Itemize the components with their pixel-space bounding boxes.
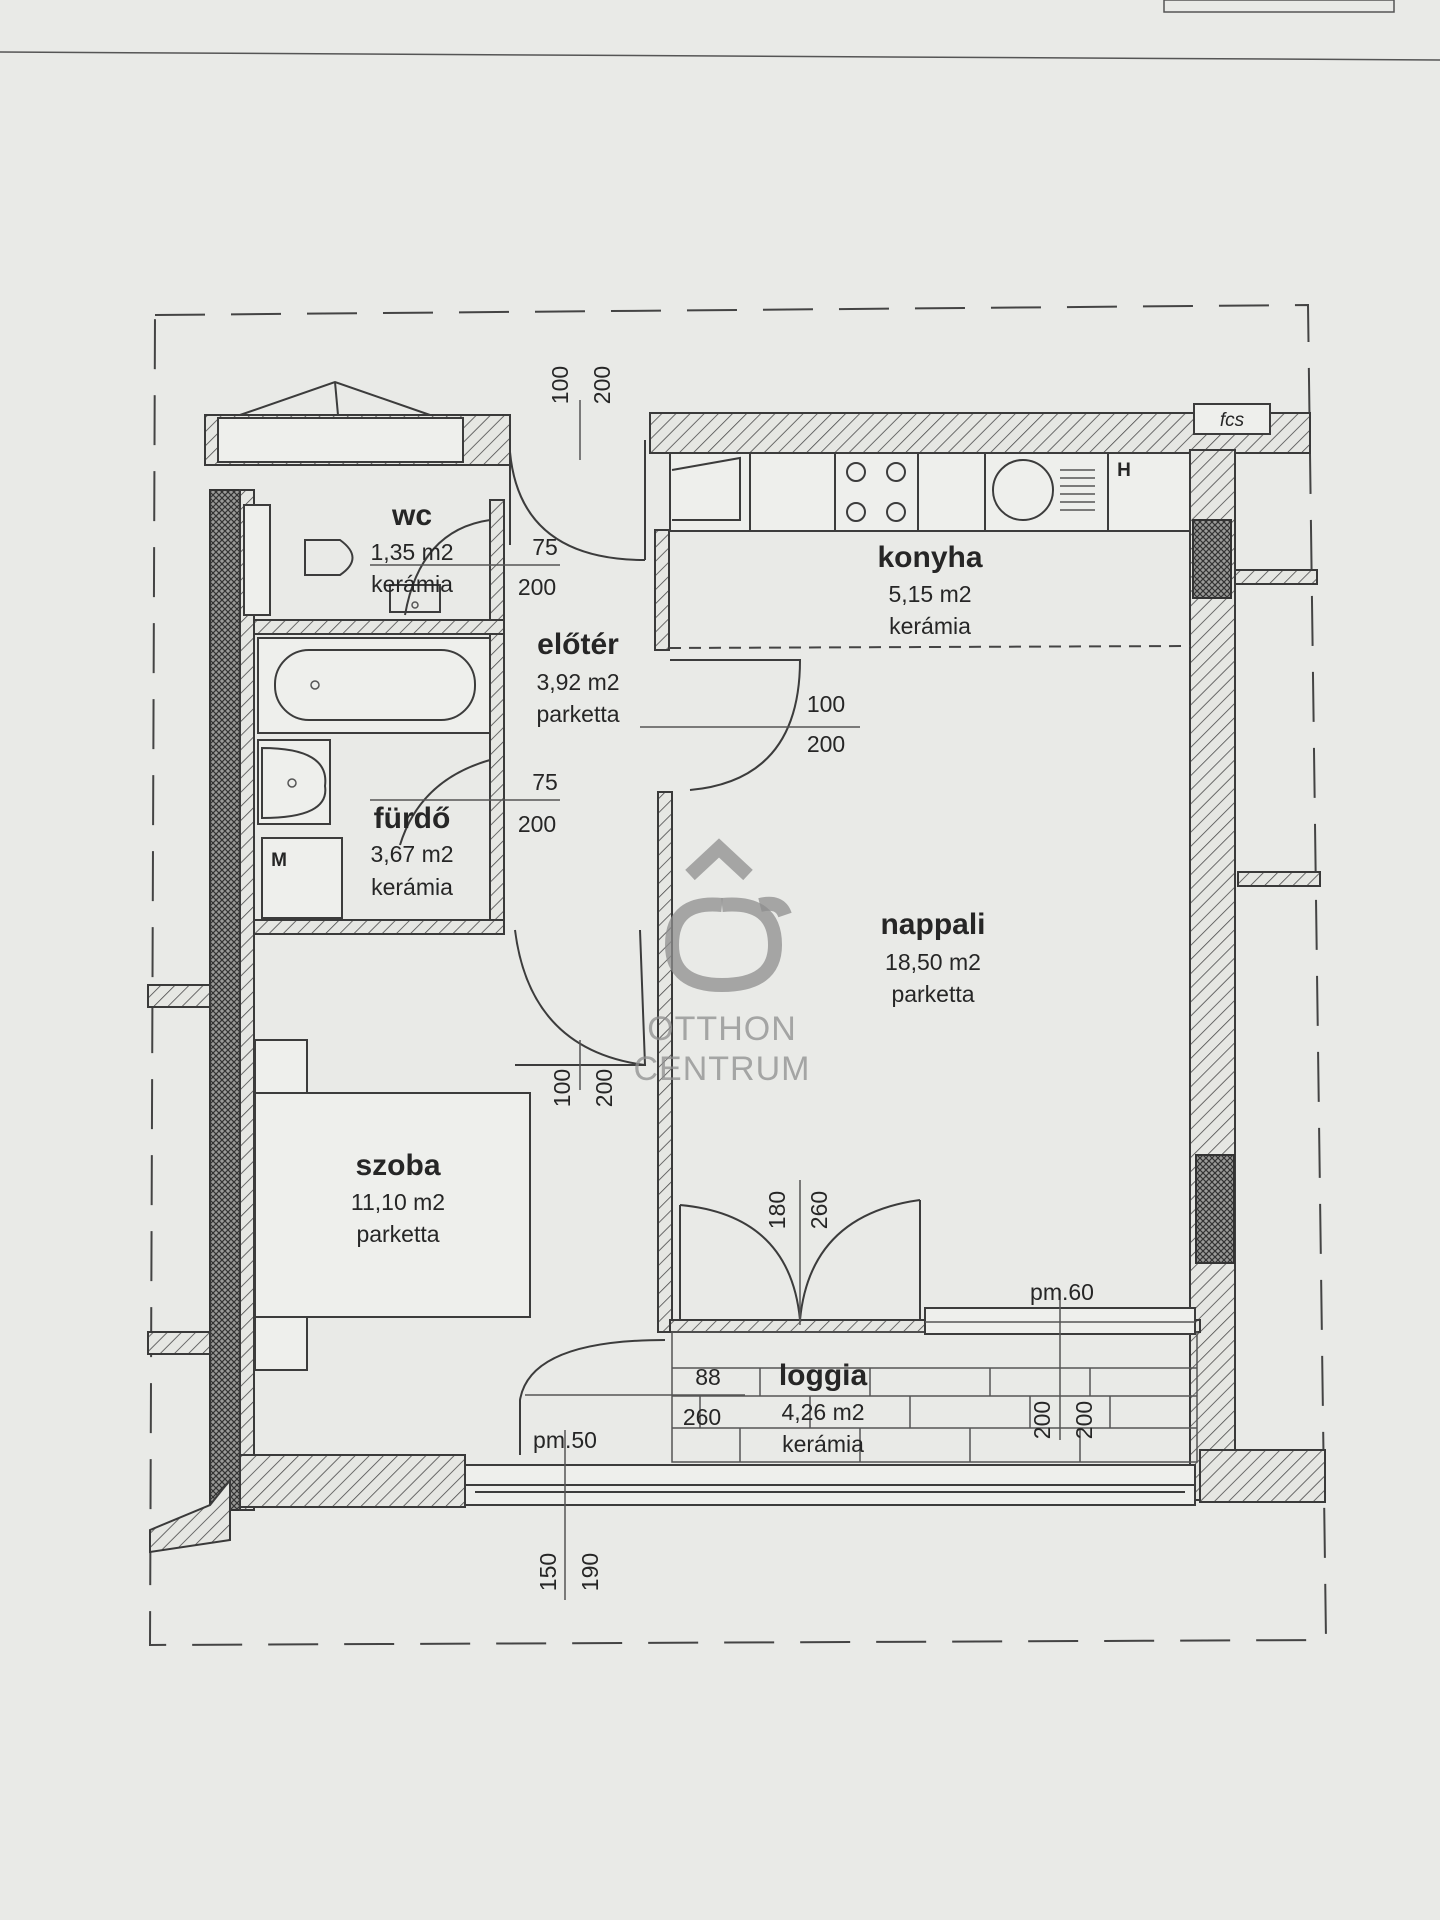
- machine-label: M: [271, 850, 287, 871]
- dim-loggia-window-width: 200: [1029, 1401, 1055, 1439]
- bathtub-icon: [257, 637, 491, 734]
- dim-balcony-door-height: 260: [806, 1191, 832, 1229]
- dim-kitchen-door-width: 100: [807, 691, 845, 717]
- room-name-furdo: fürdő: [374, 802, 451, 835]
- room-area-wc: 1,35 m2: [370, 539, 453, 565]
- room-floor-furdo: kerámia: [371, 874, 453, 900]
- fcs-box: [1193, 403, 1271, 435]
- room-label-eloter: előtér 3,92 m2 parketta: [536, 628, 619, 727]
- room-name-wc: wc: [391, 499, 432, 532]
- washing-machine-box: [261, 837, 343, 919]
- room-label-szoba: szoba 11,10 m2 parketta: [351, 1149, 445, 1247]
- dim-loggia-door-height: 260: [683, 1404, 721, 1430]
- dim-bath-door-width: 75: [532, 769, 558, 795]
- room-floor-szoba: parketta: [356, 1221, 439, 1247]
- dim-entry-width: 100: [547, 366, 573, 404]
- room-area-furdo: 3,67 m2: [370, 841, 453, 867]
- window-top-left: [217, 380, 464, 463]
- bed-icon: [254, 1039, 531, 1371]
- room-area-eloter: 3,92 m2: [536, 669, 619, 695]
- building-outline-dashed: [148, 303, 1328, 1647]
- room-area-nappali: 18,50 m2: [885, 949, 981, 975]
- room-name-eloter: előtér: [537, 628, 619, 661]
- room-name-nappali: nappali: [880, 908, 985, 941]
- watermark-logo-icon: [685, 838, 753, 881]
- wc-fixtures: [243, 504, 441, 616]
- room-floor-wc: kerámia: [371, 571, 453, 597]
- kitchen-counter: [669, 452, 1191, 532]
- hob-label: H: [1117, 460, 1131, 481]
- room-area-szoba: 11,10 m2: [351, 1189, 445, 1215]
- room-name-loggia: loggia: [779, 1359, 868, 1392]
- doors: [399, 418, 921, 1455]
- room-floor-eloter: parketta: [536, 701, 619, 727]
- watermark-line2: CENTRUM: [634, 1050, 811, 1088]
- dim-wc-door-height: 200: [518, 574, 556, 600]
- washbasin-icon: [257, 739, 331, 825]
- corner-frame: [1163, 0, 1395, 13]
- dim-loggia-window-height: 200: [1071, 1401, 1097, 1439]
- dim-bath-door-height: 200: [518, 811, 556, 837]
- page-edge-line: [0, 51, 1440, 61]
- room-area-konyha: 5,15 m2: [888, 581, 971, 607]
- room-area-loggia: 4,26 m2: [781, 1399, 864, 1425]
- room-label-loggia: loggia 4,26 m2 kerámia: [779, 1359, 868, 1457]
- room-label-furdo: fürdő 3,67 m2 kerámia: [370, 802, 453, 900]
- dim-entry-height: 200: [589, 366, 615, 404]
- dim-bottom-window-width: 150: [535, 1553, 561, 1591]
- fcs-label: fcs: [1220, 410, 1245, 431]
- room-floor-nappali: parketta: [891, 981, 974, 1007]
- parapet-right-label: pm.60: [1030, 1279, 1094, 1305]
- dim-balcony-door-width: 180: [764, 1191, 790, 1229]
- dim-hall-door-height: 200: [591, 1069, 617, 1107]
- room-name-szoba: szoba: [355, 1149, 440, 1182]
- dim-wc-door-width: 75: [532, 534, 558, 560]
- dim-kitchen-door-height: 200: [807, 731, 845, 757]
- sink-icon: [992, 459, 1095, 521]
- otthon-centrum-watermark: OTTHON CENTRUM: [634, 838, 811, 1088]
- kitchen-zone-boundary: [668, 645, 1191, 649]
- window-bottom: [464, 1464, 1196, 1506]
- parapet-left-label: pm.50: [533, 1427, 597, 1453]
- dim-loggia-door-width: 88: [695, 1364, 721, 1390]
- room-label-konyha: konyha 5,15 m2 kerámia: [877, 541, 982, 639]
- dim-hall-door-width: 100: [549, 1069, 575, 1107]
- room-label-nappali: nappali 18,50 m2 parketta: [880, 908, 985, 1007]
- room-floor-konyha: kerámia: [889, 613, 971, 639]
- hob-icon: [846, 462, 906, 522]
- watermark-line1: OTTHON: [647, 1010, 797, 1048]
- room-name-konyha: konyha: [877, 541, 982, 574]
- dimension-lines: [370, 400, 1061, 1600]
- room-label-wc: wc 1,35 m2 kerámia: [370, 499, 453, 597]
- room-floor-loggia: kerámia: [782, 1431, 864, 1457]
- dim-bottom-window-height: 190: [577, 1553, 603, 1591]
